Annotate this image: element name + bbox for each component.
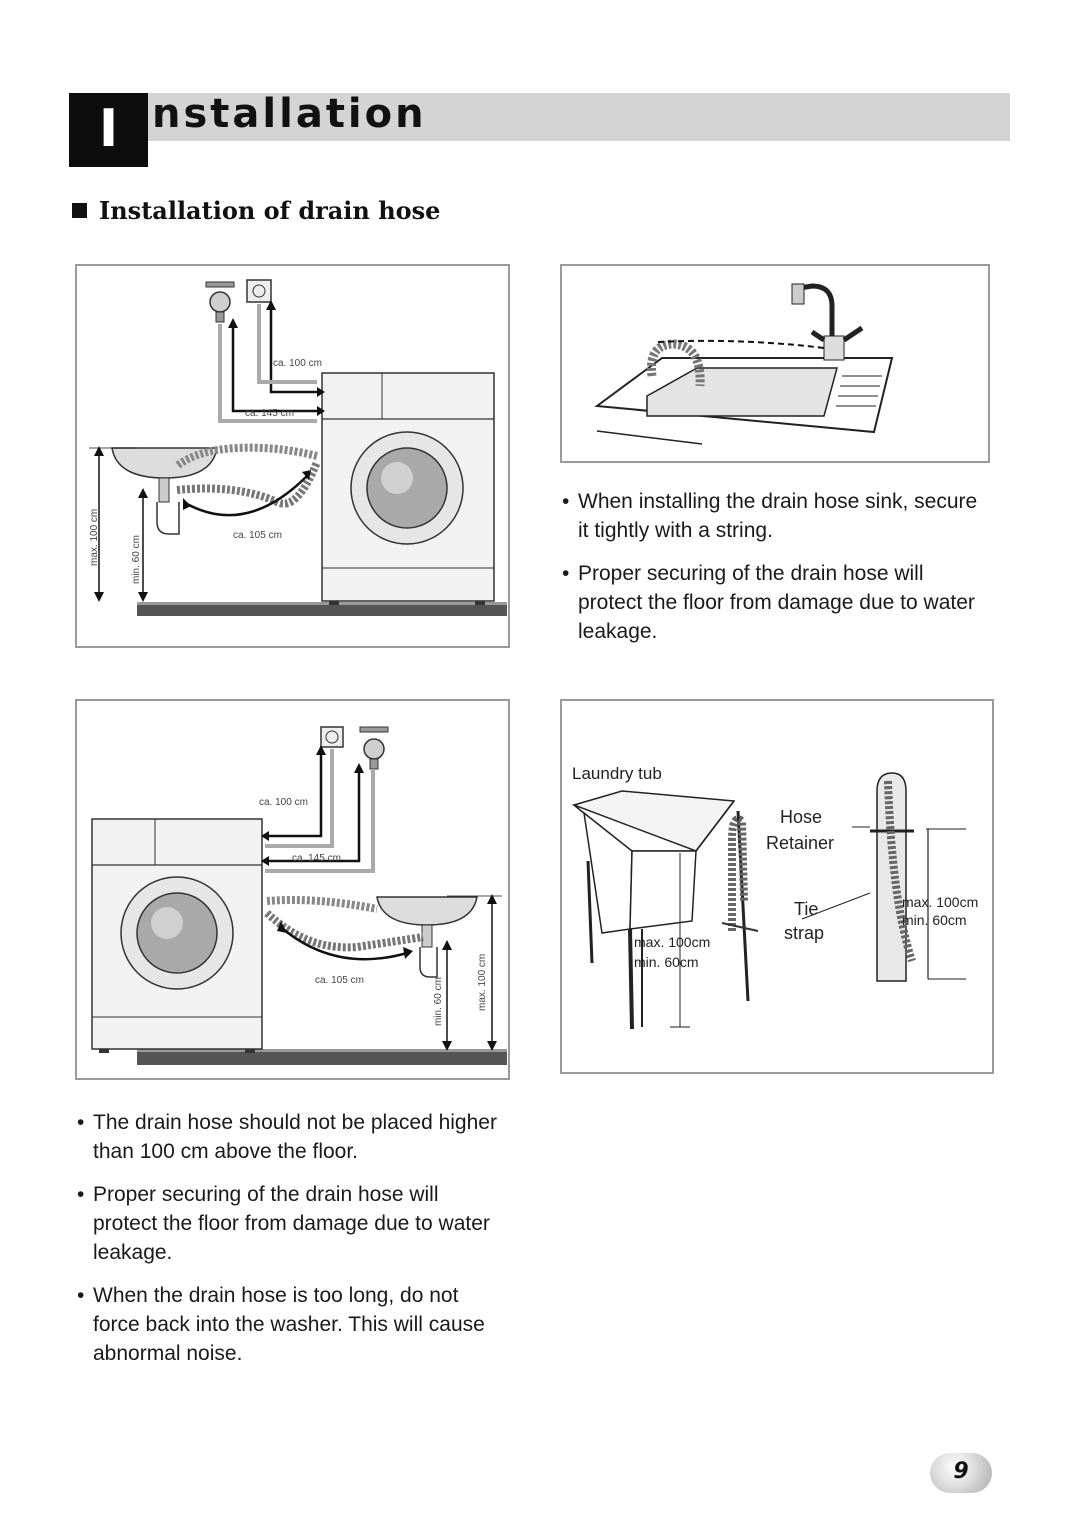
sink-icon [376,896,478,978]
dimension-label-145: ca. 145 cm [292,853,341,864]
power-socket-icon [246,279,272,303]
water-tap-icon [205,281,235,323]
dimension-label-min: min. 60 cm [433,977,444,1026]
laundry-tub-diagram: Laundry tub Hose Retainer Tie strap max.… [571,764,978,1030]
sink-counter-icon [594,357,894,445]
section-title-text: Installation of drain hose [99,196,441,225]
list-item: When the drain hose is too long, do not … [77,1281,507,1368]
figure-sink-string [560,264,990,463]
washing-machine-icon [91,818,263,1053]
sink-icon [111,447,218,535]
water-tap-icon [359,726,389,770]
min-label-right: min. 60cm [902,912,967,928]
section-title: Installation of drain hose [72,196,440,225]
list-item: When installing the drain hose sink, sec… [562,487,982,545]
dimension-label-105: ca. 105 cm [233,530,282,541]
hose-retainer-icon [870,772,916,982]
laundry-tub-label: Laundry tub [572,764,662,783]
laundry-tub-icon [571,790,750,1030]
square-bullet-icon [72,203,87,218]
dimension-label-100: ca. 100 cm [259,797,308,808]
figure-drain-sink-left: ca. 100 cm ca. 145 cm ca. 105 cm max. 10… [75,264,510,648]
hose-label: Hose [780,807,822,827]
washer-sink-diagram-mirrored: ca. 100 cm ca. 145 cm ca. 105 cm min. 60… [91,726,507,1065]
sink-string-diagram [594,283,894,445]
dimension-label-105: ca. 105 cm [315,975,364,986]
retainer-label: Retainer [766,833,834,853]
list-item: The drain hose should not be placed high… [77,1108,507,1166]
tie-label: Tie [794,899,818,919]
dimension-label-100: ca. 100 cm [273,358,322,369]
min-label-left: min. 60cm [634,954,699,970]
max-label-right: max. 100cm [902,894,978,910]
strap-label: strap [784,923,824,943]
instructions-list-left: The drain hose should not be placed high… [77,1108,507,1382]
header-initial-box: I [69,93,148,167]
figure-laundry-tub: Laundry tub Hose Retainer Tie strap max.… [560,699,994,1074]
list-item: Proper securing of the drain hose will p… [562,559,982,646]
header-bar [148,93,1010,141]
washer-sink-diagram: ca. 100 cm ca. 145 cm ca. 105 cm max. 10… [89,279,507,616]
figure-drain-sink-right: ca. 100 cm ca. 145 cm ca. 105 cm min. 60… [75,699,510,1080]
list-item: Proper securing of the drain hose will p… [77,1180,507,1267]
dimension-label-145: ca. 145 cm [245,408,294,419]
page-number-badge: 9 [930,1453,992,1493]
page-title: nstallation [152,91,427,137]
dimension-label-min: min. 60 cm [131,535,142,584]
max-label-left: max. 100cm [634,934,710,950]
page-number: 9 [953,1459,969,1484]
instructions-list-right: When installing the drain hose sink, sec… [562,487,982,660]
faucet-icon [791,283,864,361]
dimension-label-max: max. 100 cm [89,509,100,566]
power-socket-icon [320,726,344,748]
dimension-label-max: max. 100 cm [477,954,488,1011]
header-initial: I [98,99,119,159]
washing-machine-icon [321,372,495,605]
